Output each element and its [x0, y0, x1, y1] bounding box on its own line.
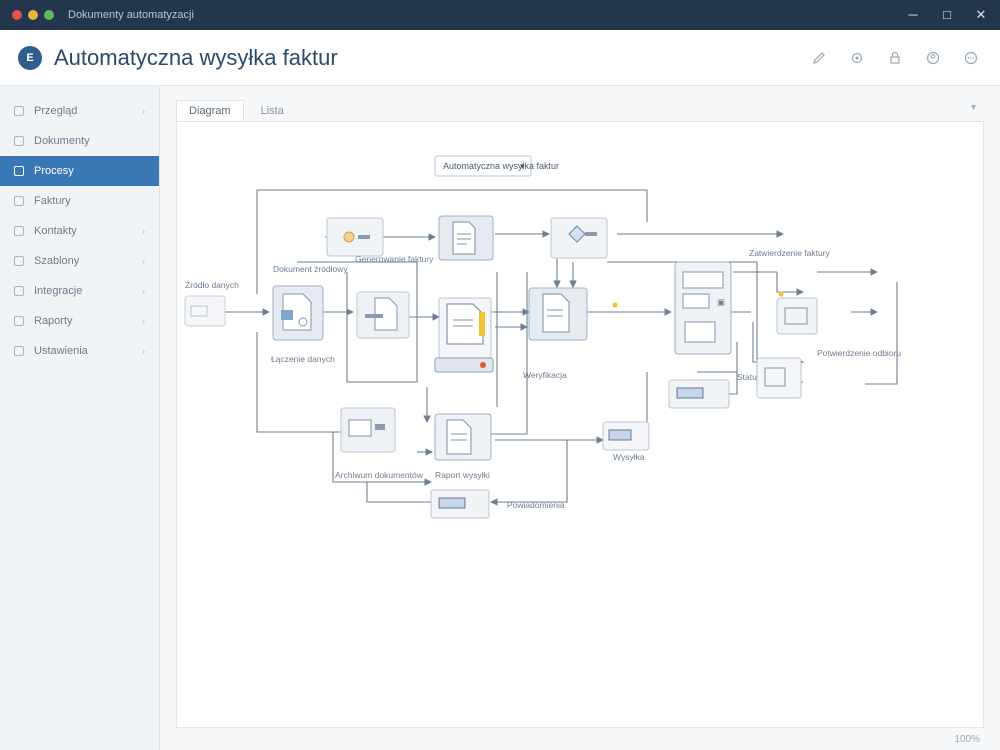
svg-text:▾: ▾: [520, 161, 525, 171]
node-generate[interactable]: Generowanie faktury: [355, 254, 434, 339]
minimize-icon[interactable]: ─: [908, 7, 918, 22]
chevron-down-icon[interactable]: ▼: [969, 102, 978, 112]
main-area: ▼ Diagram Lista: [160, 86, 1000, 750]
diagram-title-label: Automatyczna wysyłka faktur: [443, 161, 559, 171]
sidebar-item-4[interactable]: Kontakty ›: [0, 216, 159, 246]
lock-icon[interactable]: [884, 47, 906, 69]
node-report[interactable]: Raport wysyłki: [434, 413, 492, 480]
node-generate-label: Generowanie faktury: [355, 254, 434, 264]
minimize-dot-icon[interactable]: [28, 10, 38, 20]
chart-icon: [14, 316, 24, 326]
invoice-icon: [14, 196, 24, 206]
diagram-title-node[interactable]: Automatyczna wysyłka faktur ▾: [434, 155, 559, 177]
workflow-diagram: Automatyczna wysyłka faktur ▾ Źródło dan…: [184, 155, 901, 519]
svg-text:▣: ▣: [717, 297, 725, 307]
sidebar-item-label: Faktury: [34, 195, 71, 207]
app-logo: E: [18, 45, 42, 70]
sidebar-item-label: Przegląd: [34, 105, 78, 117]
node-top-a[interactable]: [326, 217, 384, 257]
node-doc-stack[interactable]: [434, 297, 494, 373]
node-archive[interactable]: Archiwum dokumentów: [335, 407, 424, 480]
node-check[interactable]: Weryfikacja: [523, 287, 618, 380]
page-title: Automatyczna wysyłka faktur: [54, 44, 338, 70]
node-confirm-label: Potwierdzenie odbioru: [817, 348, 901, 358]
node-approve[interactable]: ▣ Zatwierdzenie faktury: [674, 248, 831, 355]
node-merge-label: Łączenie danych: [271, 354, 335, 364]
sidebar-item-2[interactable]: Procesy: [0, 156, 159, 186]
sidebar-item-label: Kontakty: [34, 225, 77, 237]
tab-0[interactable]: Diagram: [176, 100, 244, 121]
chevron-right-icon: ›: [142, 346, 145, 356]
sidebar-item-label: Procesy: [34, 165, 74, 177]
node-input[interactable]: Dokument źródłowy Łączenie danych: [271, 264, 348, 364]
node-check-label: Weryfikacja: [523, 370, 567, 380]
zoom-level[interactable]: 100%: [954, 733, 980, 745]
node-send-label: Wysyłka: [613, 452, 645, 462]
node-top-c[interactable]: [550, 217, 608, 259]
window-title: Dokumenty automatyzacji: [68, 9, 194, 21]
sidebar-item-label: Szablony: [34, 255, 80, 267]
settings-icon[interactable]: [846, 47, 868, 69]
node-approve-label: Zatwierdzenie faktury: [749, 248, 831, 258]
sidebar-item-label: Dokumenty: [34, 135, 90, 147]
edit-icon[interactable]: [808, 47, 830, 69]
node-top-b[interactable]: [438, 215, 494, 261]
chevron-right-icon: ›: [142, 226, 145, 236]
maximize-icon[interactable]: □: [943, 7, 951, 22]
more-icon[interactable]: [960, 47, 982, 69]
sidebar-item-label: Raporty: [34, 315, 73, 327]
gear-icon: [14, 346, 24, 356]
plug-icon: [14, 286, 24, 296]
window-controls: ─ □ ✕: [906, 7, 988, 23]
close-dot-icon[interactable]: [12, 10, 22, 20]
app-header: E Automatyczna wysyłka faktur: [0, 30, 1000, 86]
node-notify-label: Powiadomienia: [507, 500, 565, 510]
sidebar-item-5[interactable]: Szablony ›: [0, 246, 159, 276]
user-icon[interactable]: [922, 47, 944, 69]
title-bar: Dokumenty automatyzacji ─ □ ✕: [0, 0, 1000, 30]
node-notify[interactable]: Powiadomienia: [430, 489, 565, 519]
sidebar-item-6[interactable]: Integracje ›: [0, 276, 159, 306]
diagram-canvas[interactable]: Automatyczna wysyłka faktur ▾ Źródło dan…: [176, 122, 984, 728]
sidebar-item-label: Ustawienia: [34, 345, 88, 357]
flow-icon: [14, 166, 24, 176]
node-send[interactable]: Wysyłka: [602, 421, 650, 462]
home-icon: [14, 106, 24, 116]
document-icon: [14, 136, 24, 146]
window-traffic-lights: [12, 10, 54, 20]
tab-bar: ▼ Diagram Lista: [176, 96, 984, 122]
tab-1[interactable]: Lista: [260, 105, 284, 117]
chevron-right-icon: ›: [142, 316, 145, 326]
sidebar-item-label: Integracje: [34, 285, 83, 297]
node-archive-label: Archiwum dokumentów: [335, 470, 424, 480]
sidebar-item-8[interactable]: Ustawienia ›: [0, 336, 159, 366]
chevron-right-icon: ›: [142, 256, 145, 266]
node-source-label: Źródło danych: [185, 280, 239, 290]
sidebar-item-0[interactable]: Przegląd ›: [0, 96, 159, 126]
status-bar: 100%: [176, 728, 984, 750]
node-input-label: Dokument źródłowy: [273, 264, 348, 274]
close-icon[interactable]: ✕: [975, 7, 987, 22]
chevron-right-icon: ›: [142, 286, 145, 296]
template-icon: [14, 256, 24, 266]
contacts-icon: [14, 226, 24, 236]
node-confirm[interactable]: Potwierdzenie odbioru: [756, 348, 901, 399]
node-report-label: Raport wysyłki: [435, 470, 490, 480]
chevron-right-icon: ›: [142, 106, 145, 116]
node-source[interactable]: Źródło danych: [184, 280, 239, 327]
header-actions: [808, 47, 982, 69]
zoom-dot-icon[interactable]: [44, 10, 54, 20]
sidebar-item-1[interactable]: Dokumenty: [0, 126, 159, 156]
sidebar-item-3[interactable]: Faktury: [0, 186, 159, 216]
node-right-a[interactable]: [776, 291, 818, 335]
sidebar-item-7[interactable]: Raporty ›: [0, 306, 159, 336]
